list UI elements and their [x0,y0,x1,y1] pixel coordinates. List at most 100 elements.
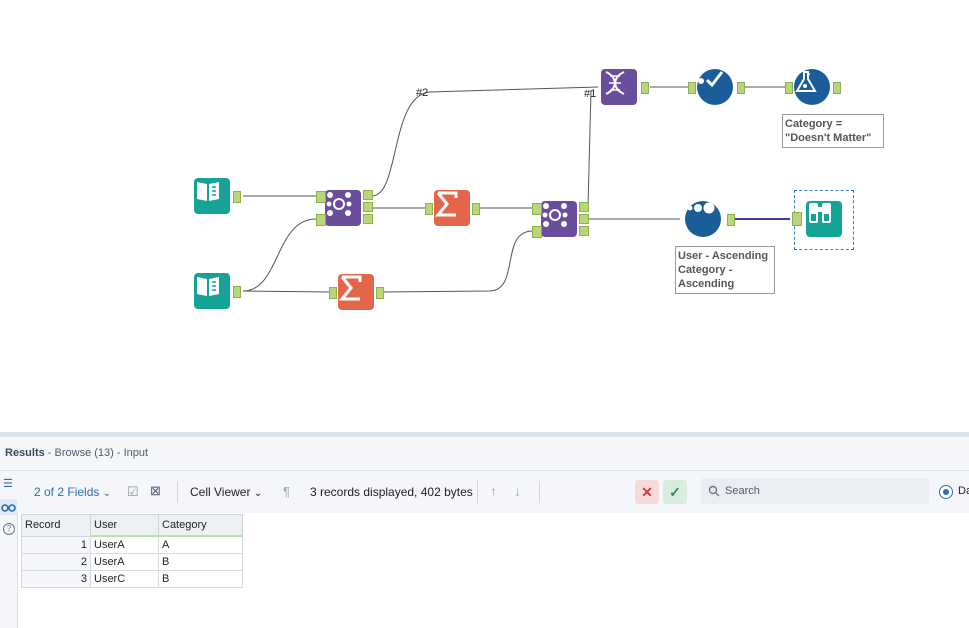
user-cell[interactable]: UserA [90,553,159,571]
workflow-canvas[interactable]: #2 #1 [0,0,969,432]
connection[interactable] [379,230,533,293]
sort-annotation: User - Ascending Category - Ascending [675,246,775,294]
record-cell[interactable]: 2 [21,553,91,571]
output-anchor[interactable] [233,191,241,203]
select-records-tool[interactable] [697,69,733,105]
output-anchor-l[interactable] [579,202,589,212]
toolbar-separator [539,481,540,503]
binoculars-tab[interactable] [0,499,17,515]
output-anchor[interactable] [727,214,735,226]
viewer-label: Cell Viewer [190,485,251,499]
column-header-record[interactable]: Record [21,514,91,537]
list-icon[interactable]: ☰ [3,478,13,490]
check-all-icon[interactable]: ☑ [127,484,139,499]
connection[interactable] [242,290,331,293]
binoculars-icon [809,203,831,223]
output-anchor[interactable] [472,203,480,215]
clear-x-button[interactable]: ✕ [635,480,659,504]
table-row[interactable]: 2 UserA B [21,553,243,571]
connection[interactable] [587,89,592,208]
search-input[interactable]: Search [701,478,929,504]
column-header-category[interactable]: Category [158,514,243,537]
input-anchor-l[interactable] [532,203,542,215]
join-tool[interactable] [325,190,361,226]
apply-check-button[interactable]: ✓ [663,480,687,504]
join-tool[interactable] [541,201,577,237]
uncheck-all-icon[interactable]: ⊠ [150,483,161,498]
annotation-text: Category = [785,118,843,130]
search-placeholder: Search [725,485,760,497]
sort-tool[interactable] [685,201,721,237]
output-anchor-j[interactable] [579,214,589,224]
test-tool[interactable] [794,69,830,105]
input-anchor-l[interactable] [316,191,326,203]
output-anchor[interactable] [233,286,241,298]
arrow-up-icon[interactable]: ↑ [490,483,497,499]
output-anchor[interactable] [376,287,384,299]
annotation-text: Category - [678,264,733,276]
category-cell[interactable]: B [158,553,243,571]
results-header: Results - Browse (13) - Input [0,437,969,471]
input-anchor[interactable] [792,212,802,226]
category-cell[interactable]: A [158,535,243,554]
test-annotation: Category = "Doesn't Matter" [782,114,884,148]
annotation-text: "Doesn't Matter" [785,132,872,144]
output-anchor-j[interactable] [363,202,373,212]
summarize-tool[interactable] [338,274,374,310]
input-anchor[interactable] [425,203,433,215]
data-radio-label: Da [958,485,969,497]
column-header-user[interactable]: User [90,514,159,537]
flask-icon [795,71,817,92]
cell-viewer-dropdown[interactable]: Cell Viewer ⌄ [190,485,262,499]
category-cell[interactable]: B [158,570,243,588]
input-anchor[interactable] [688,82,696,94]
input-data-tool[interactable] [194,273,230,309]
table-row[interactable]: 1 UserA A [21,535,243,554]
output-anchor-r[interactable] [363,214,373,224]
join-icon [326,192,352,216]
connections-layer [242,86,790,293]
output-anchor[interactable] [737,82,745,94]
connection-label: #2 [416,87,429,99]
connection[interactable] [371,86,599,197]
fields-dropdown[interactable]: 2 of 2 Fields ⌄ [34,485,111,499]
book-icon [197,182,219,201]
input-anchor-r[interactable] [316,214,326,226]
connection-label: #1 [584,88,597,100]
connection[interactable] [242,218,317,292]
output-anchor-r[interactable] [579,226,589,236]
table-row[interactable]: 3 UserC B [21,570,243,588]
user-cell[interactable]: UserA [90,535,159,554]
chevron-down-icon: ⌄ [253,488,263,499]
panel-divider[interactable] [0,432,969,437]
close-icon: ✕ [641,483,653,500]
input-anchor-r[interactable] [532,226,542,238]
book-icon [197,277,219,296]
annotation-text: User - Ascending [678,250,769,262]
user-cell[interactable]: UserC [90,570,159,588]
output-anchor[interactable] [833,82,841,94]
output-anchor[interactable] [641,82,649,94]
chevron-down-icon: ⌄ [102,488,112,499]
help-icon[interactable]: ? [3,523,15,535]
annotation-text: Ascending [678,278,735,290]
table-header-row: Record User Category [21,514,243,537]
summarize-tool[interactable] [434,190,470,226]
input-anchor[interactable] [329,287,337,299]
results-left-rail: ☰ ? [0,471,18,628]
toolbar-separator [477,481,478,503]
data-radio[interactable] [939,485,953,499]
records-status: 3 records displayed, 402 bytes [310,485,473,499]
record-cell[interactable]: 3 [21,570,91,588]
fields-label: 2 of 2 Fields [34,485,100,499]
arrow-down-icon[interactable]: ↓ [514,483,521,499]
record-cell[interactable]: 1 [21,535,91,554]
output-anchor-l[interactable] [363,190,373,200]
input-anchor[interactable] [785,82,793,94]
browse-tool[interactable] [806,201,842,237]
pilcrow-icon[interactable]: ¶ [283,484,290,499]
input-data-tool[interactable] [194,178,230,214]
multi-input-tool[interactable] [601,69,637,105]
sigma-icon [434,191,458,217]
checkmark-icon [698,71,724,88]
